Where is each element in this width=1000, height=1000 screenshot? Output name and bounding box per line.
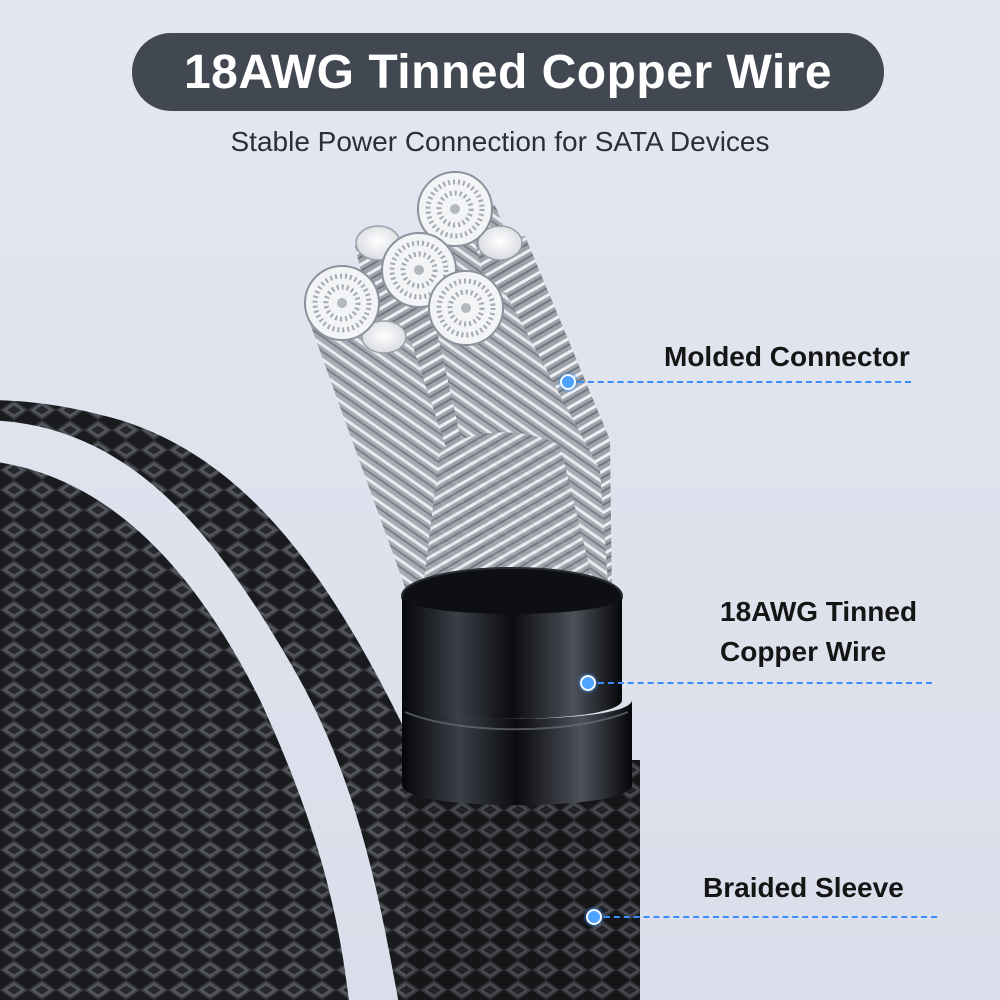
callout-label-wire-line-1: 18AWG Tinned <box>720 596 918 627</box>
braided-sleeve <box>0 400 640 1000</box>
callout-label-molded-connector: Molded Connector <box>664 341 910 372</box>
callout-label-tinned-copper-wire: 18AWG Tinned Copper Wire <box>720 592 917 672</box>
leader-line-tinned-copper-wire <box>588 682 932 684</box>
callout-dot-tinned-copper-wire <box>580 675 596 691</box>
copper-wire-bundle <box>308 205 612 615</box>
callout-label-braided-sleeve: Braided Sleeve <box>703 872 904 903</box>
callout-label-wire-line-2: Copper Wire <box>720 636 887 667</box>
title-banner: 18AWG Tinned Copper Wire <box>132 33 884 111</box>
page-subtitle: Stable Power Connection for SATA Devices <box>230 126 770 157</box>
leader-line-braided-sleeve <box>594 916 937 918</box>
leader-line-molded-connector <box>568 381 911 383</box>
callout-dot-braided-sleeve <box>586 909 602 925</box>
callout-dot-molded-connector <box>560 374 576 390</box>
page-title: 18AWG Tinned Copper Wire <box>183 45 833 99</box>
wire-end-caps <box>304 171 523 354</box>
connector-ring <box>401 567 632 806</box>
